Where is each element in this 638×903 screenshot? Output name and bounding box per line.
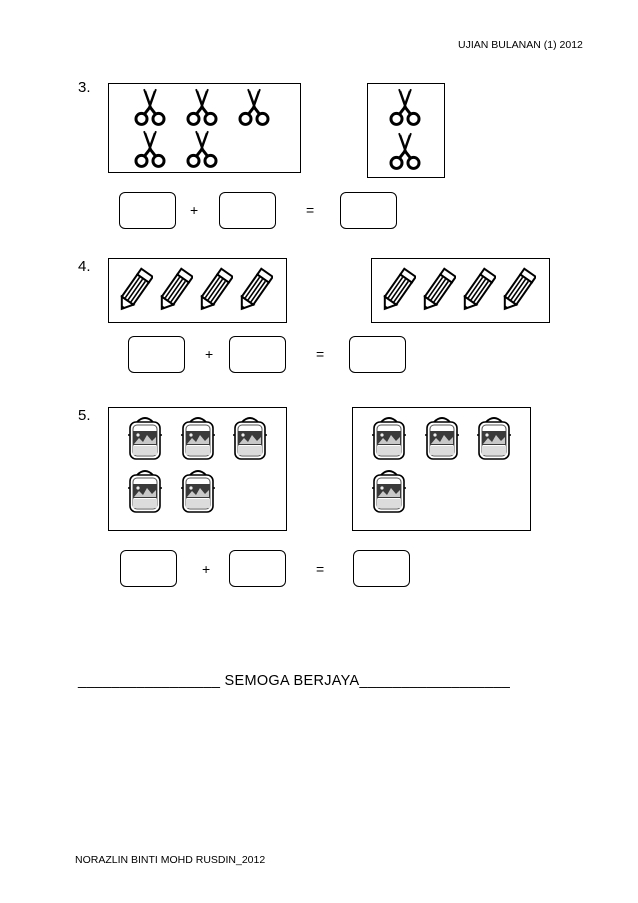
pencil-icon	[157, 267, 193, 313]
school-bag-icon	[126, 468, 164, 514]
scissors-icon	[237, 87, 271, 127]
school-bag-icon	[370, 468, 408, 514]
school-bag-icon	[126, 415, 164, 461]
left-picture-box	[108, 407, 287, 531]
scissors-icon	[133, 129, 167, 169]
footer-author: NORAZLIN BINTI MOHD RUSDIN_2012	[75, 854, 266, 866]
scissors-icon	[388, 131, 422, 171]
answer-box-2[interactable]	[219, 192, 276, 229]
school-bag-icon	[179, 468, 217, 514]
answer-box-1[interactable]	[120, 550, 177, 587]
left-picture-box	[108, 258, 287, 323]
answer-box-result[interactable]	[349, 336, 406, 373]
plus-sign: +	[202, 561, 211, 577]
answer-box-result[interactable]	[353, 550, 410, 587]
pencil-icon	[237, 267, 273, 313]
pencil-icon	[197, 267, 233, 313]
scissors-icon	[388, 87, 422, 127]
answer-box-1[interactable]	[128, 336, 185, 373]
answer-box-2[interactable]	[229, 550, 286, 587]
plus-sign: +	[190, 202, 199, 218]
equals-sign: =	[306, 202, 315, 218]
question-number: 4.	[78, 258, 91, 275]
pencil-icon	[380, 267, 416, 313]
school-bag-icon	[475, 415, 513, 461]
pencil-icon	[117, 267, 153, 313]
answer-box-1[interactable]	[119, 192, 176, 229]
scissors-icon	[185, 87, 219, 127]
answer-box-2[interactable]	[229, 336, 286, 373]
question-number: 5.	[78, 407, 91, 424]
header-title: UJIAN BULANAN (1) 2012	[458, 39, 583, 51]
right-picture-box	[367, 83, 445, 178]
left-picture-box	[108, 83, 301, 173]
scissors-icon	[133, 87, 167, 127]
right-picture-box	[352, 407, 531, 531]
equals-sign: =	[316, 346, 325, 362]
scissors-icon	[185, 129, 219, 169]
pencil-icon	[460, 267, 496, 313]
pencil-icon	[420, 267, 456, 313]
answer-box-result[interactable]	[340, 192, 397, 229]
school-bag-icon	[231, 415, 269, 461]
right-picture-box	[371, 258, 550, 323]
school-bag-icon	[179, 415, 217, 461]
school-bag-icon	[370, 415, 408, 461]
closing-message: _________________ SEMOGA BERJAYA________…	[78, 673, 511, 689]
plus-sign: +	[205, 346, 214, 362]
school-bag-icon	[423, 415, 461, 461]
pencil-icon	[500, 267, 536, 313]
question-number: 3.	[78, 79, 91, 96]
equals-sign: =	[316, 561, 325, 577]
